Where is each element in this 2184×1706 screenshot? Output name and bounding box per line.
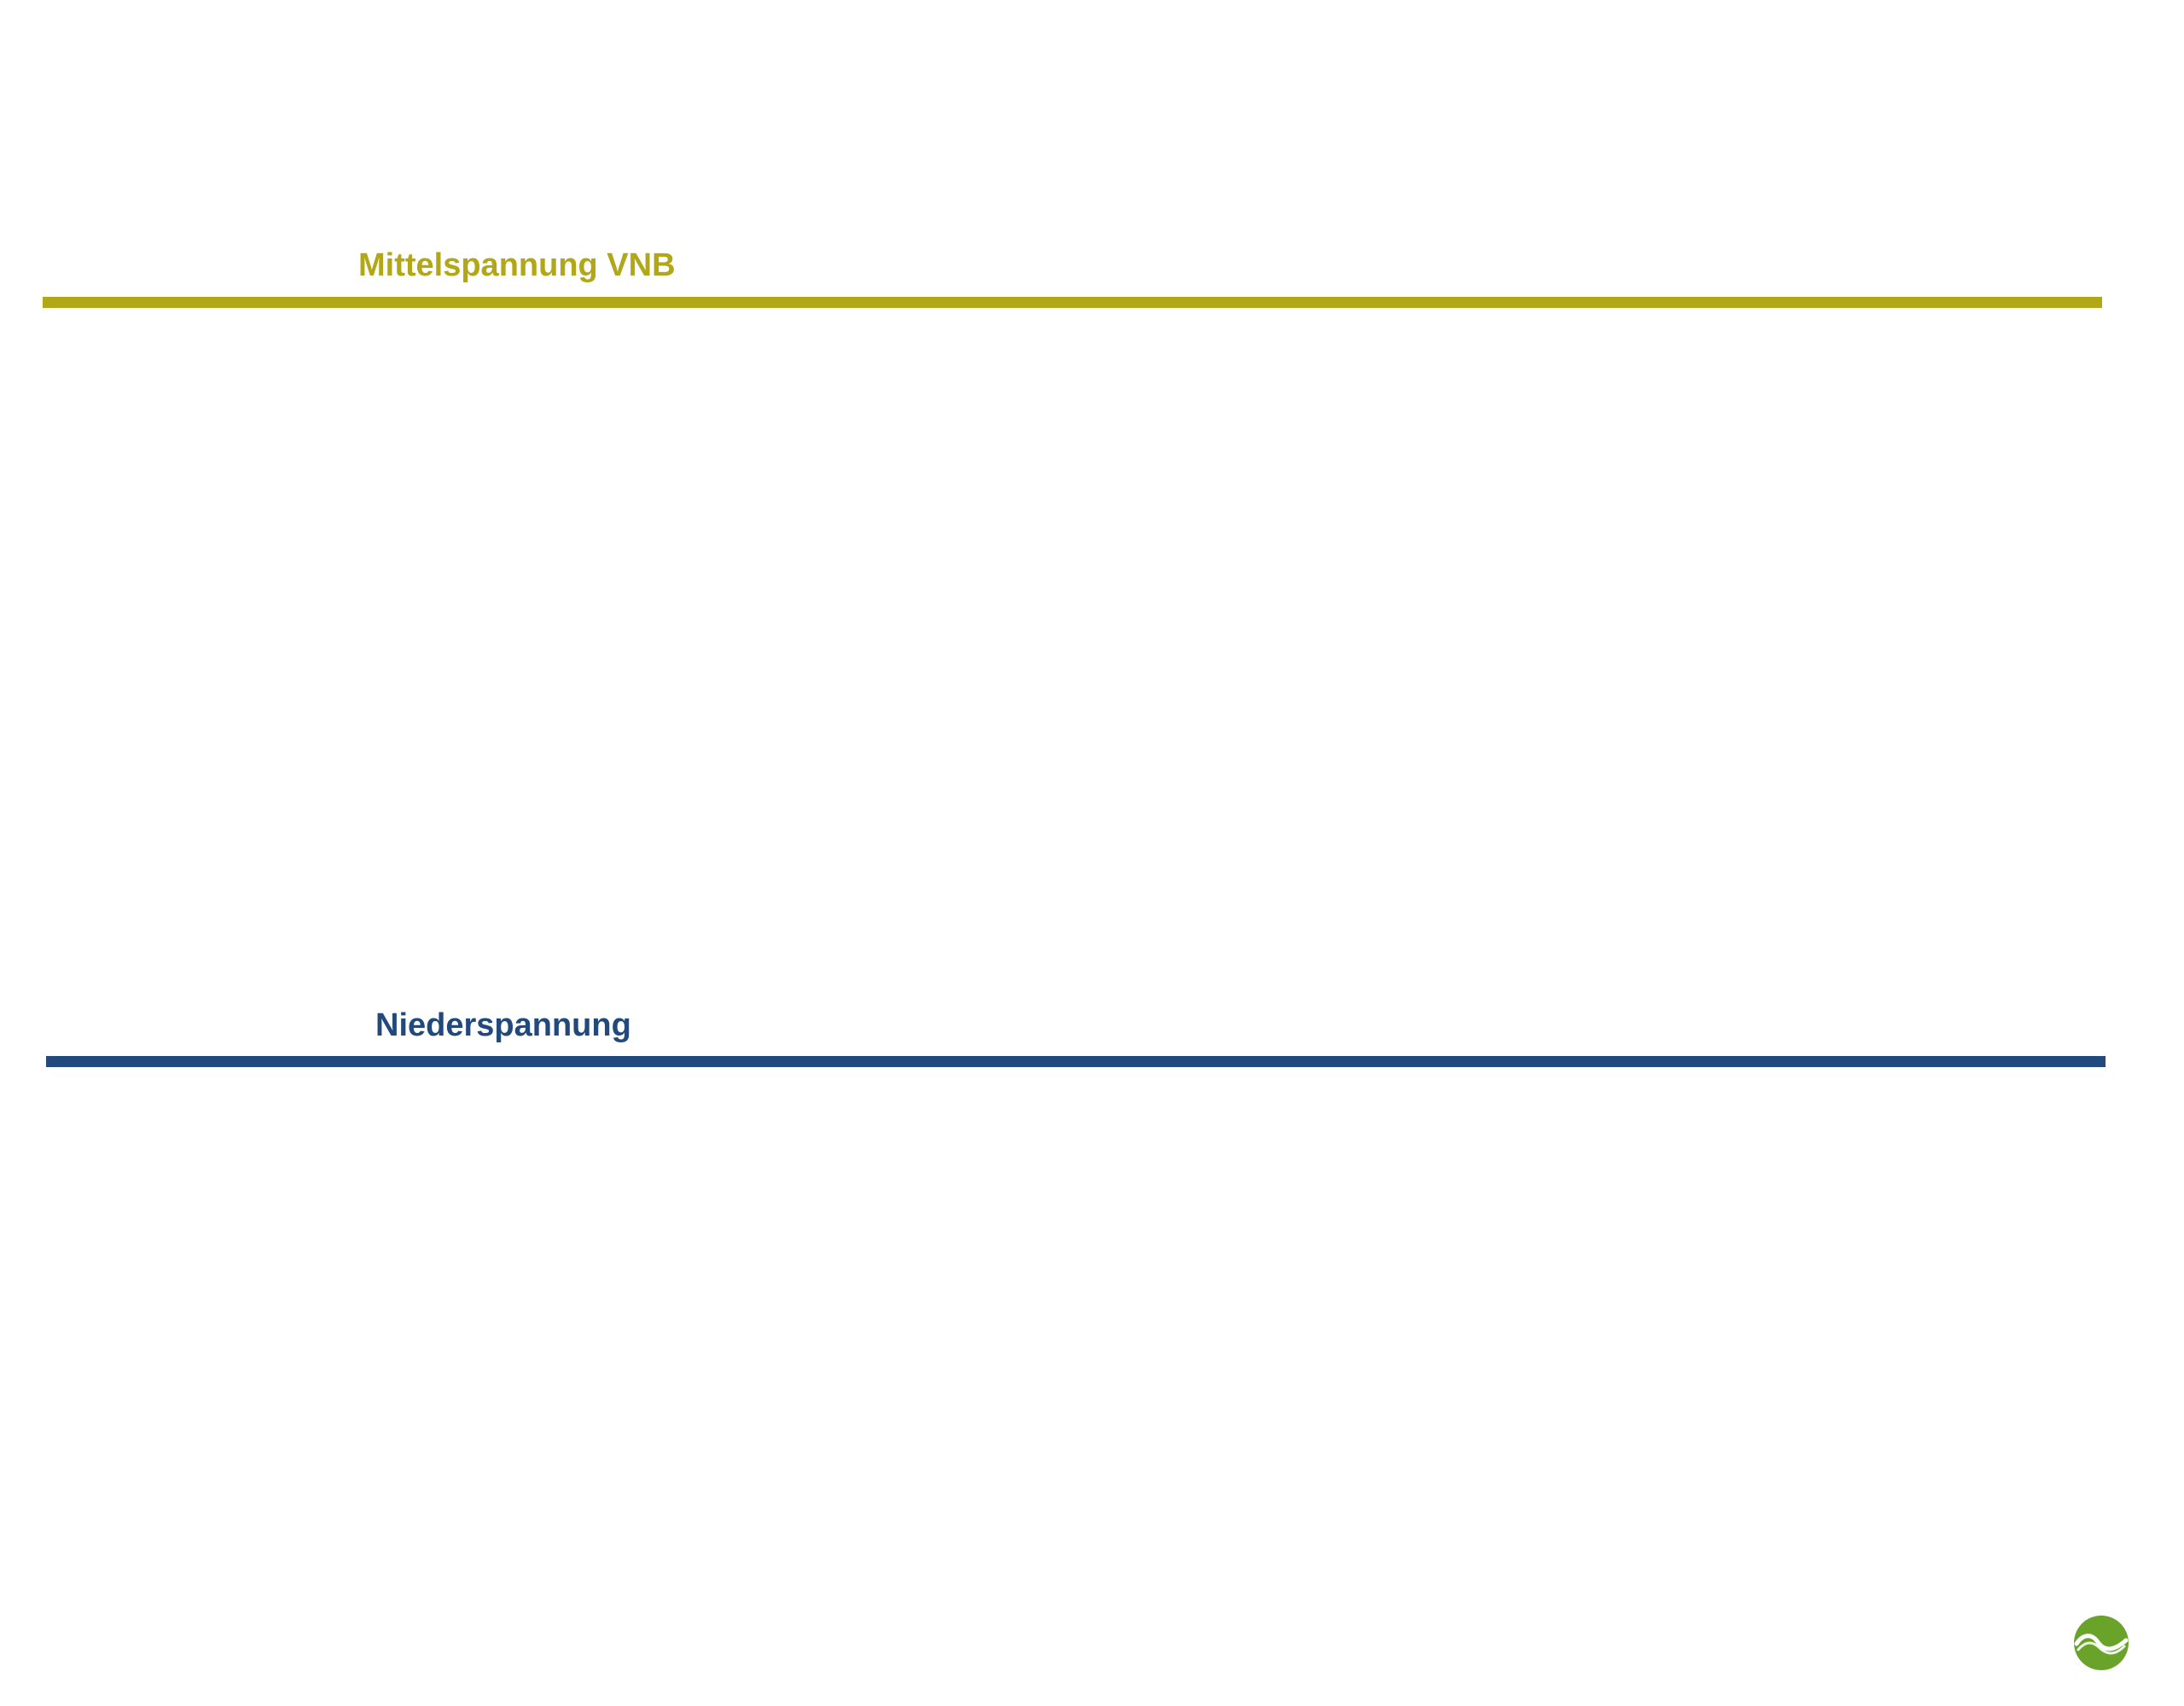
low-voltage-busbar: [46, 1056, 2106, 1067]
medium-voltage-bus-label: Mittelspannung VNB: [358, 247, 676, 283]
low-voltage-bus-label: Niederspannung: [375, 1007, 631, 1043]
sine-wave-logo-icon: [2074, 1616, 2129, 1670]
medium-voltage-busbar: [43, 297, 2102, 308]
